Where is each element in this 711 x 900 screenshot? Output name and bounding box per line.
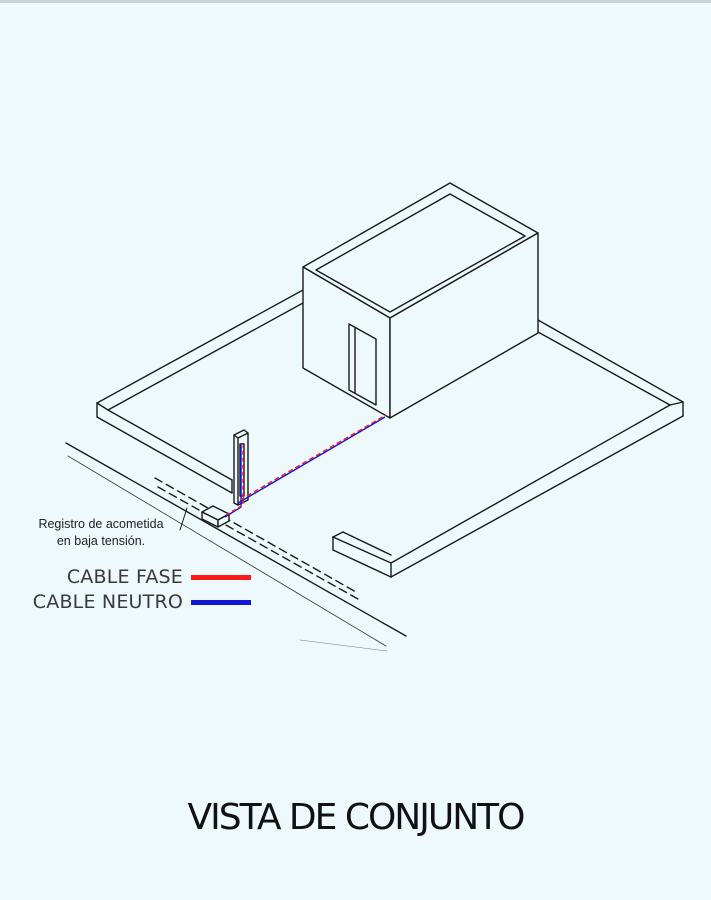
building-door (348, 323, 377, 406)
legend-phase-swatch (191, 574, 251, 580)
diagram-title: VISTA DE CONJUNTO (187, 797, 526, 838)
legend-neutral: CABLE NEUTRO (0, 591, 251, 613)
annotation-label: Registro de acometida en baja tensión. (16, 516, 186, 550)
annotation-line-2: en baja tensión. (56, 534, 146, 548)
perimeter-wall (96, 289, 684, 578)
cable-run (224, 414, 387, 518)
annotation-leader (179, 507, 188, 531)
legend-neutral-swatch (191, 599, 251, 605)
legend-phase-label: CABLE FASE (66, 566, 183, 588)
registration-box (201, 505, 230, 528)
legend-phase: CABLE FASE (0, 566, 251, 588)
top-border (0, 0, 711, 3)
building (302, 182, 539, 419)
street-lines (65, 442, 407, 652)
legend-neutral-label: CABLE NEUTRO (32, 591, 183, 613)
annotation-line-1: Registro de acometida (38, 517, 164, 531)
